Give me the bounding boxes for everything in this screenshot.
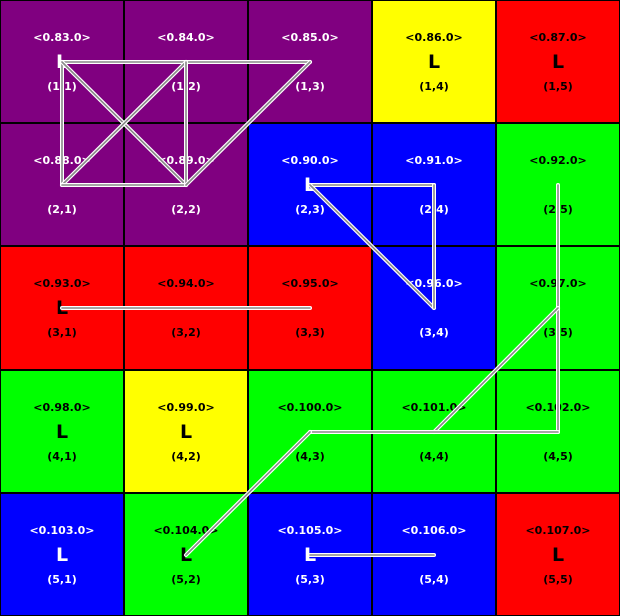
cell-value: <0.98.0> (33, 401, 91, 414)
cell-value: <0.89.0> (157, 154, 215, 167)
cell-coordinate: (4,4) (419, 450, 449, 463)
cell-mark: L (55, 297, 69, 319)
cell-value: <0.95.0> (281, 277, 339, 290)
grid-cell-3-3[interactable]: <0.95.0> (3,3) (248, 246, 372, 370)
cell-value: <0.93.0> (33, 277, 91, 290)
cell-value: <0.100.0> (277, 401, 343, 414)
cell-value: <0.106.0> (401, 524, 467, 537)
grid-cell-4-2[interactable]: <0.99.0> L (4,2) (124, 370, 248, 493)
grid-cell-1-1[interactable]: <0.83.0> L (1,1) (0, 0, 124, 123)
cell-mark: L (179, 544, 193, 566)
grid-cell-2-2[interactable]: <0.89.0> (2,2) (124, 123, 248, 246)
cell-coordinate: (5,1) (47, 573, 77, 586)
grid-cell-5-3[interactable]: <0.105.0> L (5,3) (248, 493, 372, 616)
grid-cell-1-2[interactable]: <0.84.0> (1,2) (124, 0, 248, 123)
cell-mark: L (179, 421, 193, 443)
cell-coordinate: (5,4) (419, 573, 449, 586)
cell-coordinate: (3,3) (295, 326, 325, 339)
cell-coordinate: (5,3) (295, 573, 325, 586)
cell-value: <0.94.0> (157, 277, 215, 290)
cell-coordinate: (3,1) (47, 326, 77, 339)
cell-coordinate: (2,3) (295, 203, 325, 216)
cell-value: <0.97.0> (529, 277, 587, 290)
cell-coordinate: (2,5) (543, 203, 573, 216)
cell-mark: L (55, 421, 69, 443)
grid-cell-3-5[interactable]: <0.97.0> (3,5) (496, 246, 620, 370)
cell-value: <0.101.0> (401, 401, 467, 414)
cell-mark: L (551, 544, 565, 566)
grid-cell-2-4[interactable]: <0.91.0> (2,4) (372, 123, 496, 246)
cell-value: <0.103.0> (29, 524, 95, 537)
cell-coordinate: (1,2) (171, 80, 201, 93)
cell-value: <0.102.0> (525, 401, 591, 414)
cell-value: <0.84.0> (157, 31, 215, 44)
grid-cell-1-3[interactable]: <0.85.0> (1,3) (248, 0, 372, 123)
cell-mark: L (427, 51, 441, 73)
cell-coordinate: (4,2) (171, 450, 201, 463)
grid-cell-3-1[interactable]: <0.93.0> L (3,1) (0, 246, 124, 370)
cell-coordinate: (4,1) (47, 450, 77, 463)
cell-value: <0.87.0> (529, 31, 587, 44)
grid-cell-1-4[interactable]: <0.86.0> L (1,4) (372, 0, 496, 123)
grid-cell-5-1[interactable]: <0.103.0> L (5,1) (0, 493, 124, 616)
cell-coordinate: (5,2) (171, 573, 201, 586)
cell-coordinate: (2,1) (47, 203, 77, 216)
cell-coordinate: (1,5) (543, 80, 573, 93)
cell-coordinate: (1,1) (47, 80, 77, 93)
cell-value: <0.105.0> (277, 524, 343, 537)
cell-mark: L (55, 544, 69, 566)
grid-cell-2-1[interactable]: <0.88.0> (2,1) (0, 123, 124, 246)
cell-value: <0.83.0> (33, 31, 91, 44)
grid-cell-4-3[interactable]: <0.100.0> (4,3) (248, 370, 372, 493)
cell-coordinate: (3,2) (171, 326, 201, 339)
cell-value: <0.88.0> (33, 154, 91, 167)
grid-cell-2-3[interactable]: <0.90.0> L (2,3) (248, 123, 372, 246)
cell-value: <0.99.0> (157, 401, 215, 414)
cell-coordinate: (5,5) (543, 573, 573, 586)
cell-coordinate: (3,4) (419, 326, 449, 339)
cell-value: <0.92.0> (529, 154, 587, 167)
cell-mark: L (303, 174, 317, 196)
cell-coordinate: (3,5) (543, 326, 573, 339)
cell-value: <0.86.0> (405, 31, 463, 44)
cell-coordinate: (1,3) (295, 80, 325, 93)
cell-value: <0.96.0> (405, 277, 463, 290)
grid-cell-1-5[interactable]: <0.87.0> L (1,5) (496, 0, 620, 123)
grid-cell-5-2[interactable]: <0.104.0> L (5,2) (124, 493, 248, 616)
cell-value: <0.91.0> (405, 154, 463, 167)
grid-cell-2-5[interactable]: <0.92.0> (2,5) (496, 123, 620, 246)
grid-cell-4-4[interactable]: <0.101.0> (4,4) (372, 370, 496, 493)
cell-value: <0.90.0> (281, 154, 339, 167)
grid-cell-4-1[interactable]: <0.98.0> L (4,1) (0, 370, 124, 493)
cell-value: <0.104.0> (153, 524, 219, 537)
cell-coordinate: (2,4) (419, 203, 449, 216)
cell-coordinate: (1,4) (419, 80, 449, 93)
cell-mark: L (303, 544, 317, 566)
cell-value: <0.107.0> (525, 524, 591, 537)
cell-coordinate: (4,5) (543, 450, 573, 463)
grid-cell-5-4[interactable]: <0.106.0> (5,4) (372, 493, 496, 616)
grid-cell-3-4[interactable]: <0.96.0> (3,4) (372, 246, 496, 370)
cell-mark: L (551, 51, 565, 73)
cell-coordinate: (4,3) (295, 450, 325, 463)
grid-cell-5-5[interactable]: <0.107.0> L (5,5) (496, 493, 620, 616)
cell-value: <0.85.0> (281, 31, 339, 44)
grid-cell-4-5[interactable]: <0.102.0> (4,5) (496, 370, 620, 493)
cell-coordinate: (2,2) (171, 203, 201, 216)
grid-cell-3-2[interactable]: <0.94.0> (3,2) (124, 246, 248, 370)
cell-mark: L (55, 51, 69, 73)
